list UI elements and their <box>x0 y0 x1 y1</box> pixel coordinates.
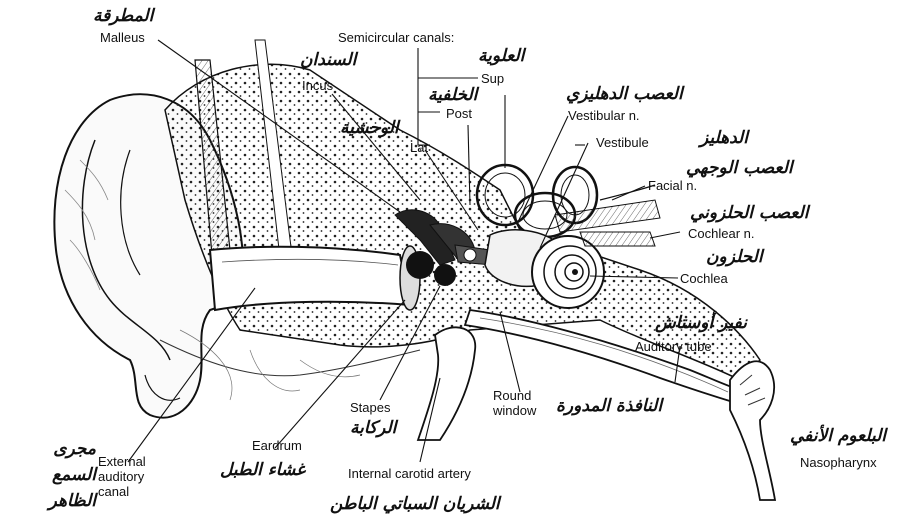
arabic-post: الخلفية <box>428 85 477 105</box>
label-sup: Sup <box>481 71 504 86</box>
label-nasopharynx: Nasopharynx <box>800 455 877 470</box>
arabic-eardrum: غشاء الطبل <box>220 460 305 480</box>
arabic-cochlear-nerve: العصب الحلزوني <box>690 203 808 223</box>
arabic-internal-carotid-artery: الشريان السباتي الباطن <box>330 494 500 514</box>
arabic-round-window: النافذة المدورة <box>556 396 662 416</box>
arabic-vestibule: الدهليز <box>700 128 748 148</box>
arabic-facial-nerve: العصب الوجهي <box>686 158 793 178</box>
arabic-external-auditory-canal: مجرى السمع الظاهر <box>8 436 96 514</box>
label-semicircular-canals: Semicircular canals: <box>338 30 454 45</box>
label-vestibular-nerve: Vestibular n. <box>568 108 640 123</box>
arabic-malleus: المطرقة <box>93 6 153 26</box>
arabic-cochlea: الحلزون <box>706 247 763 267</box>
arabic-auditory-tube: نفير أوستاش <box>655 313 747 333</box>
label-malleus: Malleus <box>100 30 145 45</box>
label-stapes: Stapes <box>350 400 390 415</box>
arabic-incus: السندان <box>300 50 356 70</box>
label-incus: Incus <box>302 78 333 93</box>
label-internal-carotid-artery: Internal carotid artery <box>348 466 471 481</box>
label-eardrum: Eardrum <box>252 438 302 453</box>
label-external-auditory-canal: External auditory canal <box>98 454 146 499</box>
label-vestibule: Vestibule <box>596 135 649 150</box>
arabic-stapes: الركابة <box>350 418 396 438</box>
label-round-window: Round window <box>493 388 536 418</box>
arabic-sup: العلوية <box>478 46 524 66</box>
label-lat: Lat <box>410 140 428 155</box>
label-facial-nerve: Facial n. <box>648 178 697 193</box>
label-cochlea: Cochlea <box>680 271 728 286</box>
label-post: Post <box>446 106 472 121</box>
arabic-nasopharynx: البلعوم الأنفي <box>790 426 886 446</box>
label-cochlear-nerve: Cochlear n. <box>688 226 754 241</box>
arabic-vestibular-nerve: العصب الدهليزي <box>566 84 683 104</box>
label-auditory-tube: Auditory tube <box>635 339 712 354</box>
arabic-lat: الوحشية <box>340 118 399 138</box>
